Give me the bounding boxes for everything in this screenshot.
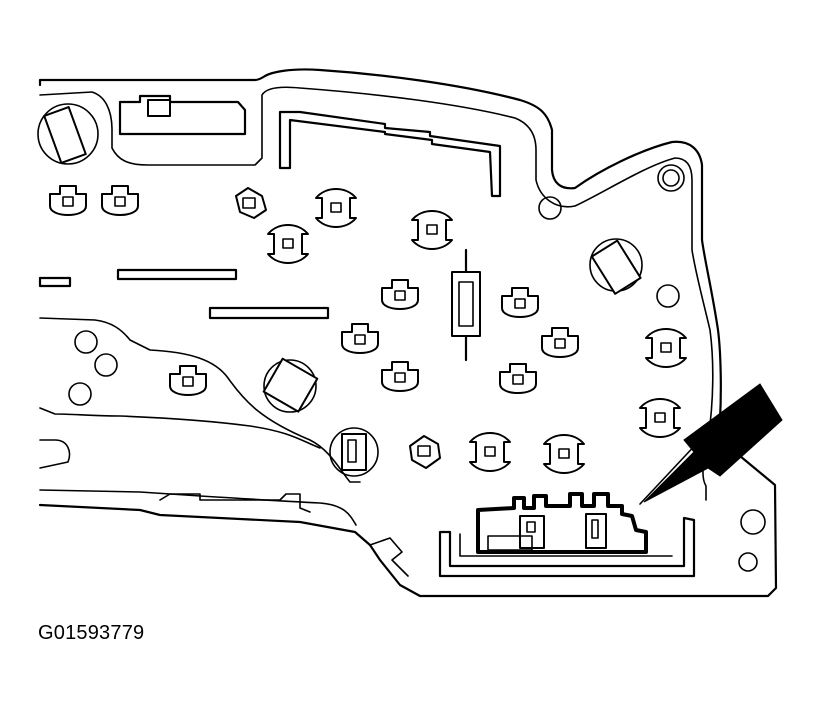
bulb-socket-body [267, 224, 309, 264]
lamp-right [590, 239, 642, 295]
bulb-socket-contact [554, 338, 566, 349]
arrow-pointer-icon [643, 383, 783, 503]
figure-code: G01593779 [38, 622, 145, 644]
bulb-socket-contact [484, 446, 496, 457]
lamp-top-left [43, 106, 87, 164]
board-outer-outline [38, 68, 778, 598]
bulb-socket-contact [654, 412, 666, 423]
clip-hex-top [235, 187, 267, 219]
bulb-socket [541, 327, 579, 358]
bulb-socket-body [381, 361, 419, 392]
hole-left-3 [68, 382, 92, 406]
bulb-socket [469, 432, 511, 472]
left-mid-border [39, 407, 321, 449]
bulb-socket-contact [426, 224, 438, 235]
top-connector-tab [147, 99, 171, 117]
clip-hex-top-slot [242, 197, 256, 209]
bulb-socket-contact [354, 334, 366, 345]
bulb-socket [543, 434, 585, 474]
bulb-socket-body [341, 323, 379, 354]
bulb-socket [341, 323, 379, 354]
bulb-socket-body [543, 434, 585, 474]
connector-pin-2-inner [591, 519, 599, 539]
arrow-pointer-outline [639, 439, 701, 505]
bulb-socket-contact [394, 290, 406, 301]
bulb-socket-body [639, 398, 681, 438]
bulb-socket [411, 210, 453, 250]
bulb-socket [645, 328, 687, 368]
bulb-socket-contact [330, 202, 342, 213]
bulb-socket [501, 287, 539, 318]
slot-left-long [116, 268, 238, 281]
bulb-socket-group [49, 185, 687, 474]
left-contour [39, 317, 361, 483]
bulb-socket-body [49, 185, 87, 216]
socket-bottom-body [341, 433, 367, 471]
socket-circle-left [263, 359, 317, 413]
bulb-socket-body [381, 279, 419, 310]
bulb-socket [101, 185, 139, 216]
bulb-socket-contact [514, 298, 526, 309]
slot-middle-long [208, 306, 330, 320]
bulb-socket [639, 398, 681, 438]
top-long-slot [278, 110, 502, 198]
socket-circle-top-left [37, 103, 99, 165]
socket-bottom-inner [347, 439, 357, 463]
lamp-left [262, 357, 319, 413]
bulb-socket [267, 224, 309, 264]
bulb-socket-contact [282, 238, 294, 249]
bulb-socket-body [499, 363, 537, 394]
bulb-socket-body [101, 185, 139, 216]
bulb-socket-contact [660, 342, 672, 353]
connector-pin-2 [585, 513, 607, 549]
bulb-socket [381, 279, 419, 310]
bulb-socket-body [315, 188, 357, 228]
bulb-socket-contact [558, 448, 570, 459]
bulb-socket-body [469, 432, 511, 472]
slot-left-small [38, 276, 72, 288]
mount-hole-top-right [657, 164, 685, 192]
clip-hex-bottom-slot [417, 445, 431, 457]
bulb-socket [49, 185, 87, 216]
left-lower-contour [39, 439, 71, 469]
bulb-socket-contact [114, 196, 126, 207]
lower-right-frame [438, 516, 696, 578]
bulb-socket-body [501, 287, 539, 318]
small-hole-top [538, 196, 562, 220]
bulb-socket-body [541, 327, 579, 358]
bulb-socket [499, 363, 537, 394]
lower-right-inner-frame [459, 533, 673, 557]
board-inner-outline [39, 86, 714, 501]
small-hole-right [656, 284, 680, 308]
mount-hole-top-right-inner [662, 169, 680, 187]
bulb-socket-body [169, 365, 207, 396]
bulb-socket [315, 188, 357, 228]
center-component-inner [458, 281, 474, 327]
bulb-socket-contact [62, 196, 74, 207]
bulb-socket-contact [512, 374, 524, 385]
bulb-socket-body [645, 328, 687, 368]
mount-hole-bottom-right-2 [738, 552, 758, 572]
bulb-socket-contact [394, 372, 406, 383]
highlighted-connector [476, 492, 648, 554]
bulb-socket-body [411, 210, 453, 250]
bulb-socket-contact [182, 376, 194, 387]
top-connector-frame [118, 94, 247, 136]
clip-hex-bottom [409, 435, 441, 469]
bottom-notch [159, 493, 311, 513]
connector-pin-1-inner [526, 521, 536, 533]
hole-left-1 [74, 330, 98, 354]
bulb-socket [381, 361, 419, 392]
mount-hole-bottom-right [740, 509, 766, 535]
connector-base [487, 535, 533, 551]
socket-circle-bottom [329, 427, 379, 477]
bulb-socket [169, 365, 207, 396]
hole-left-2 [94, 353, 118, 377]
bottom-step [369, 537, 409, 577]
